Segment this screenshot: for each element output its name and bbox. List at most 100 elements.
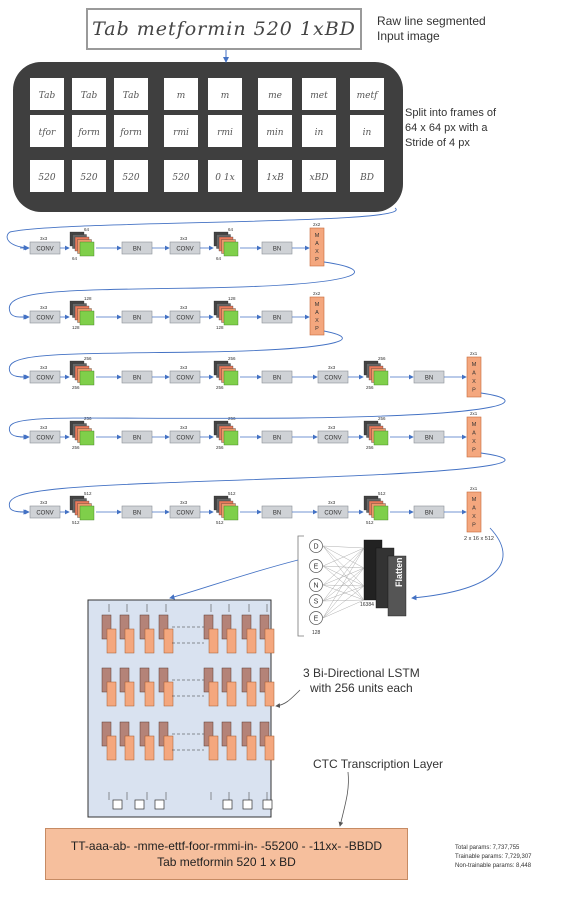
frame-tile: rmi <box>208 115 242 147</box>
feature-map-depth-top: 256 <box>378 356 386 361</box>
output-box: TT-aaa-ab- -mme-ettf-foor-rmmi-in- -5520… <box>45 828 408 880</box>
feature-map-front <box>79 430 95 446</box>
maxp-letter: A <box>315 241 319 247</box>
frame-tile: rmi <box>164 115 198 147</box>
bn-block-label: BN <box>425 376 433 382</box>
maxp-letter: X <box>472 379 476 385</box>
lstm-cell <box>158 667 174 707</box>
frame-tile: Tab <box>114 78 148 110</box>
feature-map-depth: 256 <box>216 385 224 390</box>
conv-block-label: CONV <box>176 247 193 253</box>
feature-map-depth: 512 <box>72 520 80 525</box>
feature-map-depth: 256 <box>216 445 224 450</box>
frames-label: Split into frames of 64 x 64 px with a S… <box>405 106 496 151</box>
feature-map-depth-top: 512 <box>228 491 236 496</box>
bn-block-label: BN <box>133 376 141 382</box>
feature-map-depth: 64 <box>216 256 222 261</box>
feature-map-depth: 256 <box>366 385 374 390</box>
flatten-plane <box>387 555 407 617</box>
frame-tile: in <box>350 115 384 147</box>
bn-block: BN <box>121 241 153 255</box>
lstm-label-arrow <box>275 689 301 708</box>
conv-block-label: CONV <box>176 436 193 442</box>
maxp-letter: P <box>472 523 476 529</box>
conv-block: CONV <box>169 310 201 324</box>
frame-text: 1xB <box>266 173 284 183</box>
frame-tile: 520 <box>164 160 198 192</box>
maxp-letter: X <box>315 318 319 324</box>
pool-size: 2x1 <box>470 486 478 491</box>
bn-block: BN <box>121 505 153 519</box>
bn-block-label: BN <box>273 247 281 253</box>
feature-map-front <box>373 370 389 386</box>
frame-text: form <box>77 128 100 138</box>
bn-block: BN <box>121 310 153 324</box>
frame-tile: BD <box>350 160 384 192</box>
feature-map-front <box>223 430 239 446</box>
kernel-size: 3x3 <box>40 425 48 430</box>
conv-block-label: CONV <box>176 316 193 322</box>
kernel-size: 3x3 <box>40 365 48 370</box>
pool-size: 2x1 <box>470 351 478 356</box>
conv-block-label: CONV <box>324 376 341 382</box>
lstm-cell <box>259 614 275 654</box>
frame-text: 520 <box>38 173 55 183</box>
conv-block-label: CONV <box>36 376 53 382</box>
maxp-letter: A <box>472 371 476 377</box>
bn-block-label: BN <box>425 436 433 442</box>
lstm-cell <box>101 614 117 654</box>
params-summary: Total params: 7,737,755 Trainable params… <box>455 844 532 871</box>
flatten-size: 16384 <box>360 602 374 608</box>
conv-block-label: CONV <box>36 436 53 442</box>
feature-map: 256 256 <box>363 356 389 390</box>
to-flatten-arrow <box>411 527 504 601</box>
feature-map-front <box>79 505 95 521</box>
lstm-output-node <box>154 799 165 810</box>
frame-text: min <box>266 128 283 138</box>
frames-label-line2: 64 x 64 px with a <box>405 122 488 134</box>
row-connector <box>8 392 506 440</box>
lstm-cell <box>221 614 237 654</box>
feature-map-front <box>373 505 389 521</box>
row-connector <box>8 330 343 380</box>
frame-tile: xBD <box>302 160 336 192</box>
lstm-cell <box>139 614 155 654</box>
frame-tile: m <box>208 78 242 110</box>
kernel-size: 3x3 <box>40 500 48 505</box>
lstm-cell <box>241 721 257 761</box>
frame-tile: in <box>302 115 336 147</box>
frames-label-line1: Split into frames of <box>405 107 497 119</box>
feature-map-front <box>79 370 95 386</box>
feature-map-front <box>223 241 239 257</box>
feature-map-depth-top: 256 <box>84 356 92 361</box>
lstm-cell <box>158 721 174 761</box>
maxp-letter: A <box>315 310 319 316</box>
params-total: Total params: 7,737,755 <box>455 845 520 851</box>
conv-block-label: CONV <box>36 511 53 517</box>
feature-map-depth-top: 512 <box>378 491 386 496</box>
lstm-cell <box>221 667 237 707</box>
frame-text: in <box>315 128 324 138</box>
conv-block-label: CONV <box>176 511 193 517</box>
lstm-output-node <box>262 799 273 810</box>
lstm-output-node <box>112 799 123 810</box>
lstm-cell <box>119 614 135 654</box>
frame-tile: me <box>258 78 292 110</box>
feature-map-depth-top: 64 <box>228 227 234 232</box>
conv-block-label: CONV <box>36 316 53 322</box>
frame-tile: 1xB <box>258 160 292 192</box>
to-lstm-arrow <box>169 559 299 600</box>
feature-map-depth: 512 <box>216 520 224 525</box>
pool-size: 2x2 <box>313 222 321 227</box>
lstm-cell <box>139 667 155 707</box>
frames-label-line3: Stride of 4 px <box>405 137 470 149</box>
lstm-cell <box>101 667 117 707</box>
bn-block: BN <box>261 430 293 444</box>
lstm-cell <box>259 667 275 707</box>
